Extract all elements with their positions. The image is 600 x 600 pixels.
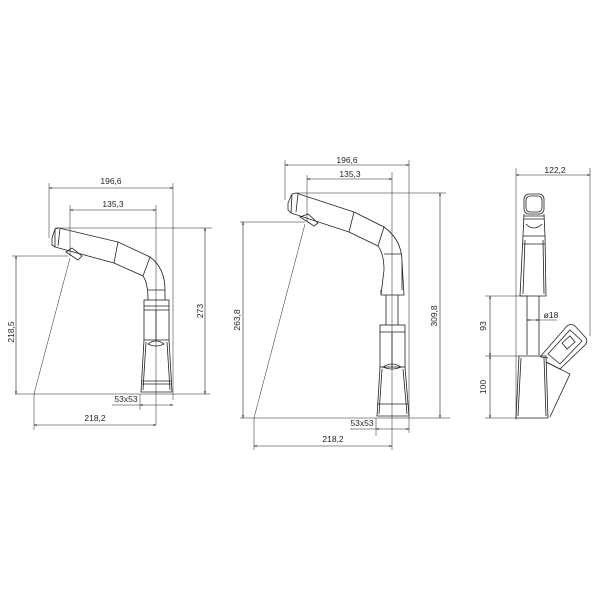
dim-overall-width: 122,2 — [544, 165, 566, 175]
side-view-extended: 196,6 135,3 263,8 309,8 53x53 218,2 — [232, 155, 450, 450]
side-view-retracted: 196,6 135,3 218,5 273 53x53 218,2 — [6, 176, 212, 430]
dim-outlet-height: 218,5 — [6, 321, 16, 343]
dim-spout-reach: 135,3 — [102, 199, 124, 209]
dim-outlet-height: 263,8 — [232, 309, 242, 331]
dim-base-size: 53x53 — [114, 394, 137, 404]
dim-total-height: 273 — [195, 304, 205, 318]
spray-line — [253, 223, 306, 419]
dim-overall-width: 196,6 — [100, 176, 122, 186]
faucet-body — [287, 192, 410, 417]
dim-overall-width: 196,6 — [336, 155, 358, 165]
dim-stem-diameter: ø18 — [544, 310, 559, 320]
dim-spout-reach: 135,3 — [339, 169, 361, 179]
dim-spray-reach: 218,2 — [84, 413, 106, 423]
dim-spray-reach: 218,2 — [322, 434, 344, 444]
spray-line — [33, 257, 71, 395]
dim-body-height: 100 — [478, 380, 488, 394]
front-view: 122,2 93 100 ø18 — [478, 165, 591, 420]
dim-stem-height: 93 — [478, 321, 488, 331]
dim-base-size: 53x53 — [350, 418, 373, 428]
dim-total-height: 309,8 — [429, 305, 439, 327]
faucet-body — [515, 193, 588, 419]
